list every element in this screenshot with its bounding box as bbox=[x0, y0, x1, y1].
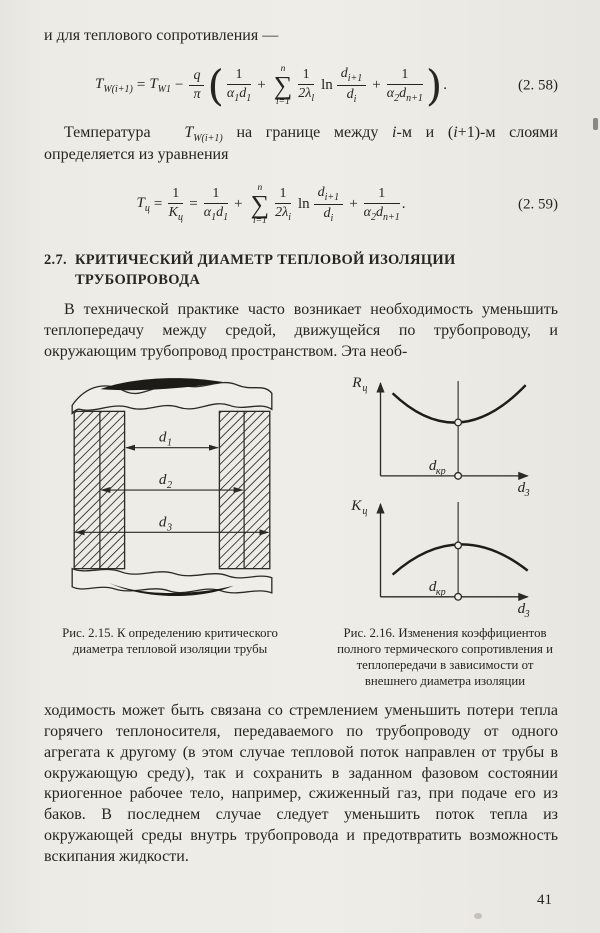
fraction-d-ratio: di+1 di bbox=[336, 66, 367, 106]
pipe-top-rim bbox=[71, 381, 273, 415]
equals-sign: = bbox=[153, 196, 163, 213]
label-d3-top: d bbox=[518, 480, 526, 496]
label-d3-bottom-sub: 3 bbox=[524, 609, 530, 619]
point-curve-max bbox=[454, 541, 463, 550]
label-d1-sub: 1 bbox=[167, 437, 172, 448]
curve-R bbox=[391, 384, 527, 424]
section-heading: 2.7. КРИТИЧЕСКИЙ ДИАМЕТР ТЕПЛОВОЙ ИЗОЛЯЦ… bbox=[44, 250, 558, 291]
term-Tw-i1: TW(i+1) bbox=[94, 76, 133, 96]
point-axis-bottom bbox=[454, 592, 463, 601]
equation-2-59: Tц = 1 Kц = 1 α1d1 + n ∑ l=1 1 2λi ln di… bbox=[44, 176, 558, 234]
fraction-alpha2dn1: 1 α2dn+1 bbox=[386, 67, 423, 104]
plus-sign: + bbox=[257, 77, 266, 94]
summation-symbol: n ∑ i=1 bbox=[273, 64, 293, 107]
intro-text: и для теплового сопротивления — bbox=[44, 27, 279, 44]
label-d1: d bbox=[159, 429, 167, 445]
minus-sign: − bbox=[175, 77, 184, 94]
paragraph-intro: В технической практике часто возникает н… bbox=[44, 301, 558, 360]
fraction-alpha1d1: 1 α1d1 bbox=[226, 67, 252, 104]
inline-math-Tw: TW(i+1) bbox=[184, 123, 223, 144]
label-K: K bbox=[350, 498, 362, 514]
point-curve-min bbox=[454, 418, 463, 427]
section-number: 2.7. bbox=[44, 251, 67, 268]
equation-number: (2. 58) bbox=[518, 77, 558, 94]
plus-sign: + bbox=[234, 196, 243, 213]
label-K-sub: ц bbox=[362, 506, 367, 517]
label-d3-sub: 3 bbox=[166, 522, 172, 533]
text-run: +1)-м слоями определяется из уравнения bbox=[44, 123, 558, 163]
plus-sign: + bbox=[372, 77, 381, 94]
period: . bbox=[401, 196, 406, 213]
fraction-1-Kc: 1 Kц bbox=[168, 186, 184, 223]
figures-row: d 1 d 2 d 3 R ц d bbox=[44, 363, 558, 619]
fraction-alpha2dn1: 1 α2dn+1 bbox=[363, 186, 400, 223]
paragraph-bottom: ходимость может быть связана со стремлен… bbox=[44, 702, 558, 865]
label-dkr-top-sub: кр bbox=[436, 466, 446, 477]
equals-sign: = bbox=[136, 77, 146, 94]
ln-operator: ln bbox=[321, 77, 333, 94]
text-run: на границе между bbox=[222, 123, 393, 141]
label-d2-sub: 2 bbox=[167, 480, 172, 491]
term-Tc: Tц bbox=[136, 195, 150, 215]
fraction-2lambda: 1 2λi bbox=[275, 186, 291, 223]
equation-number: (2. 59) bbox=[518, 196, 558, 213]
figure-plots: R ц d кр d 3 K ц d кр d 3 bbox=[350, 375, 530, 619]
page-number: 41 bbox=[537, 892, 552, 908]
equation-2-58: TW(i+1) = TW1 − q π ( 1 α1d1 + n ∑ i=1 1… bbox=[94, 60, 558, 110]
inline-var-i: i bbox=[453, 123, 458, 141]
caption-fig-2-15: Рис. 2.15. К определению критического ди… bbox=[62, 625, 278, 656]
pipe-bottom-rim bbox=[71, 567, 273, 594]
label-dkr-top: d bbox=[429, 458, 437, 474]
equals-sign: = bbox=[189, 196, 198, 213]
label-dkr-bottom: d bbox=[429, 579, 437, 595]
fraction-2lambda: 1 2λl bbox=[298, 67, 315, 104]
term-Tw1: TW1 bbox=[149, 76, 171, 96]
inline-var-i: i bbox=[392, 123, 397, 141]
text-run: -м и ( bbox=[396, 123, 454, 141]
point-axis-top bbox=[454, 471, 463, 480]
intro-line: и для теплового сопротивления — bbox=[44, 26, 558, 47]
scan-artifact bbox=[593, 118, 598, 130]
figure-pipe-diagram: d 1 d 2 d 3 bbox=[71, 377, 273, 596]
ln-operator: ln bbox=[297, 196, 310, 213]
paragraph-definition: Температура TW(i+1) на границе между i-м… bbox=[44, 123, 558, 166]
text-run: Температура bbox=[64, 123, 165, 141]
label-R-sub: ц bbox=[362, 383, 367, 394]
label-d3-top-sub: 3 bbox=[524, 488, 530, 499]
pipe-bottom-shadow bbox=[108, 582, 234, 596]
curve-K bbox=[391, 542, 529, 576]
captions-row: Рис. 2.15. К определению критического ди… bbox=[44, 619, 558, 689]
label-dkr-bottom-sub: кр bbox=[436, 587, 446, 598]
summation-symbol: n ∑ l=1 bbox=[250, 183, 270, 226]
label-d3: d bbox=[159, 514, 167, 530]
label-d3-bottom: d bbox=[518, 601, 526, 617]
label-R: R bbox=[351, 375, 361, 391]
scan-artifact bbox=[474, 913, 482, 919]
section-title: КРИТИЧЕСКИЙ ДИАМЕТР ТЕПЛОВОЙ ИЗОЛЯЦИИ ТР… bbox=[74, 251, 456, 289]
pipe-top-shadow bbox=[100, 377, 224, 390]
fraction-alpha1d1: 1 α1d1 bbox=[203, 186, 229, 223]
label-d2: d bbox=[159, 472, 167, 488]
caption-fig-2-16: Рис. 2.16. Изменения коэффициентов полно… bbox=[337, 625, 553, 689]
fraction-q-pi: q π bbox=[189, 68, 205, 103]
period: . bbox=[443, 77, 448, 94]
fraction-d-ratio: di+1 di bbox=[313, 185, 344, 225]
plus-sign: + bbox=[349, 196, 358, 213]
